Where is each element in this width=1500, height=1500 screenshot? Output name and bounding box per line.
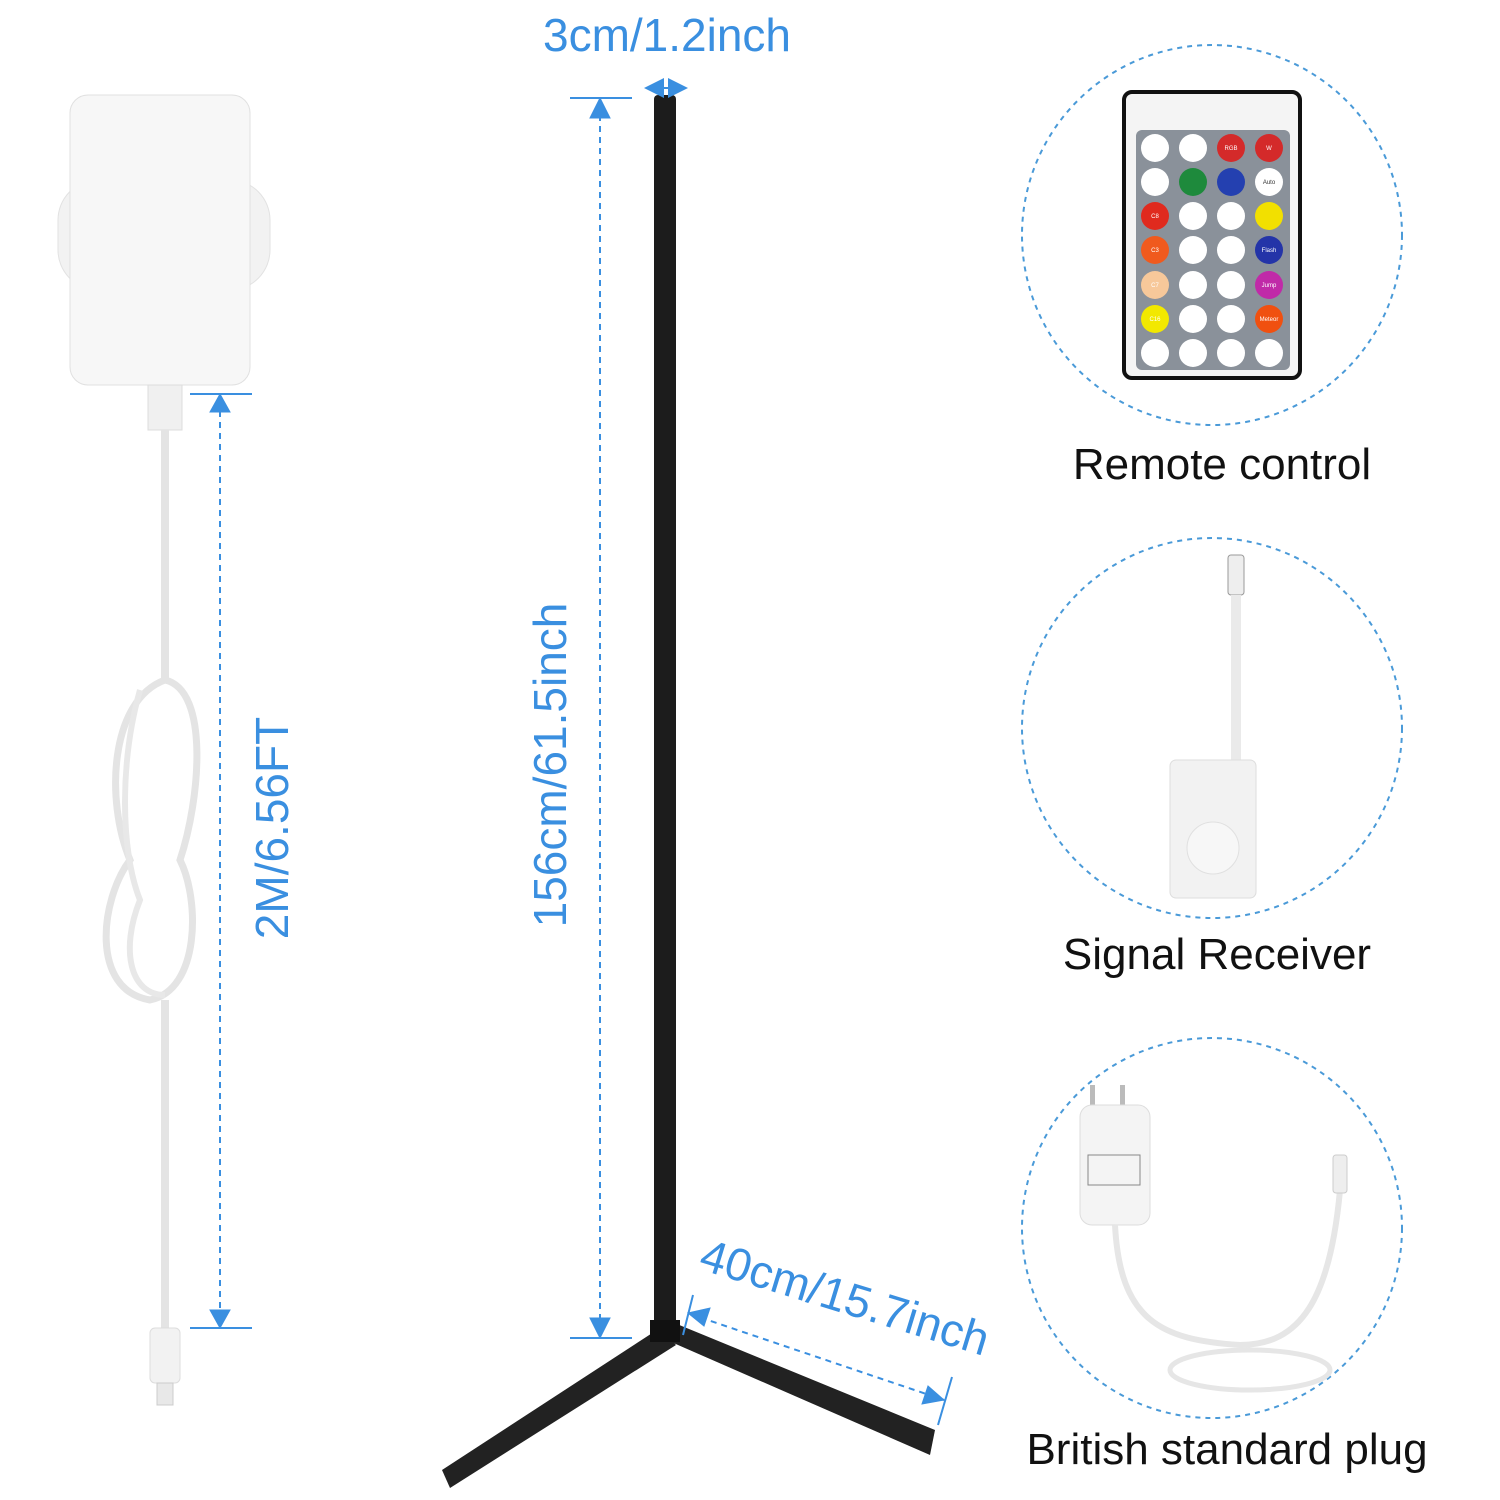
remote-button-label: RGB bbox=[1224, 146, 1237, 152]
remote-button bbox=[1255, 305, 1283, 333]
british-standard-plug bbox=[1079, 1085, 1348, 1393]
remote-button bbox=[1217, 236, 1245, 264]
remote-button bbox=[1217, 168, 1245, 196]
remote-button bbox=[1255, 236, 1283, 264]
remote-button bbox=[1141, 339, 1169, 367]
remote-button bbox=[1255, 202, 1283, 230]
remote-button bbox=[1255, 271, 1283, 299]
cable-length-label: 2M/6.56FT bbox=[246, 716, 298, 940]
remote-button bbox=[1217, 305, 1245, 333]
remote-button bbox=[1179, 339, 1207, 367]
remote-button bbox=[1179, 168, 1207, 196]
remote-button bbox=[1141, 202, 1169, 230]
remote-button bbox=[1217, 202, 1245, 230]
remote-button bbox=[1255, 168, 1283, 196]
signal-receiver bbox=[1169, 554, 1257, 899]
remote-button bbox=[1217, 271, 1245, 299]
height-label: 156cm/61.5inch bbox=[524, 602, 576, 928]
width-label: 3cm/1.2inch bbox=[543, 9, 792, 61]
base-dimension-line bbox=[682, 1294, 953, 1426]
remote-button bbox=[1255, 339, 1283, 367]
remote-button-label: W bbox=[1266, 146, 1272, 152]
accessory-circles bbox=[1021, 44, 1403, 1419]
remote-button-label: Flash bbox=[1262, 248, 1277, 254]
remote-button bbox=[1217, 134, 1245, 162]
remote-button bbox=[1179, 271, 1207, 299]
signal-receiver-caption: Signal Receiver bbox=[1062, 930, 1372, 979]
remote-button bbox=[1179, 134, 1207, 162]
remote-control-caption: Remote control bbox=[1072, 440, 1372, 489]
remote-button bbox=[1255, 134, 1283, 162]
cable-dimension-line bbox=[190, 392, 252, 1330]
remote-button-label: C16 bbox=[1149, 317, 1161, 323]
remote-button bbox=[1179, 305, 1207, 333]
floor-lamp bbox=[442, 95, 935, 1488]
remote-button bbox=[1141, 236, 1169, 264]
remote-button-label: Jump bbox=[1262, 283, 1277, 289]
remote-button bbox=[1179, 236, 1207, 264]
height-dimension-line bbox=[570, 96, 632, 1340]
remote-button-label: Auto bbox=[1263, 180, 1276, 186]
remote-button-label: C3 bbox=[1151, 248, 1159, 254]
remote-button bbox=[1141, 134, 1169, 162]
remote-button bbox=[1179, 202, 1207, 230]
remote-button bbox=[1141, 271, 1169, 299]
remote-button bbox=[1141, 168, 1169, 196]
remote-button bbox=[1217, 339, 1245, 367]
power-adapter bbox=[57, 94, 271, 1406]
remote-button-label: C8 bbox=[1151, 214, 1159, 220]
remote-button-label: C7 bbox=[1151, 283, 1159, 289]
remote-button bbox=[1141, 305, 1169, 333]
remote-button-label: Meteor bbox=[1260, 317, 1279, 323]
plug-caption: British standard plug bbox=[1026, 1425, 1428, 1474]
